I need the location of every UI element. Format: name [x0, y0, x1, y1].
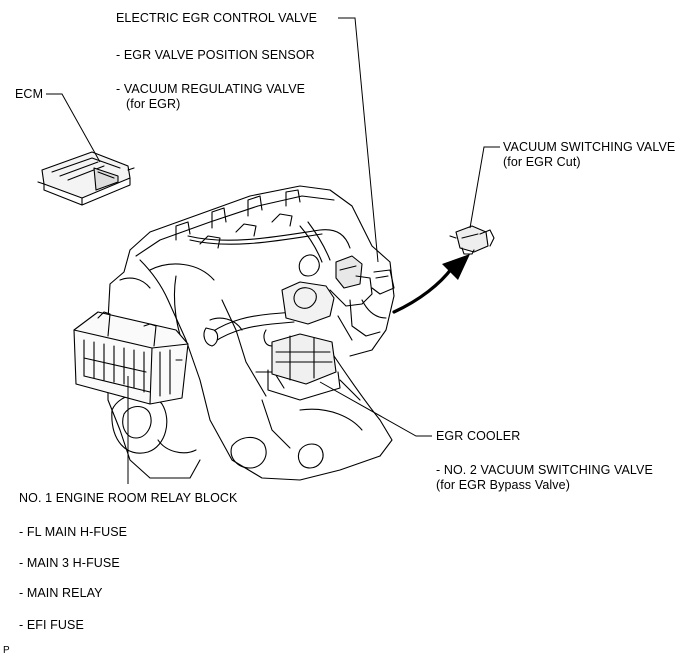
vacuum-switching-valve [449, 225, 495, 255]
main3-fuse-label: - MAIN 3 H-FUSE [19, 556, 120, 570]
vsv2-label: - NO. 2 VACUUM SWITCHING VALVE [436, 463, 653, 477]
leader-vsv [469, 146, 500, 229]
egr-control-valve-label: ELECTRIC EGR CONTROL VALVE [116, 11, 318, 25]
vsv2-sub: (for EGR Bypass Valve) [436, 478, 570, 492]
egr-cooler-label: EGR COOLER [436, 429, 521, 443]
relay-block [73, 311, 189, 405]
vacuum-regulating-valve-sub: (for EGR) [126, 97, 181, 111]
vacuum-regulating-valve-label: - VACUUM REGULATING VALVE [116, 82, 306, 96]
corner-mark: P [3, 645, 10, 656]
leader-egr-cooler [319, 381, 432, 437]
engine-block [107, 185, 395, 481]
main-relay-label: - MAIN RELAY [19, 586, 103, 600]
egr-position-sensor-label: - EGR VALVE POSITION SENSOR [116, 48, 315, 62]
ecm-unit [37, 151, 135, 206]
egr-cooler-assembly [203, 311, 341, 401]
arrow-head [442, 254, 470, 280]
leader-egr-valve [338, 17, 379, 263]
ecm-label: ECM [15, 87, 44, 101]
vsv-label: VACUUM SWITCHING VALVE [503, 140, 676, 154]
fl-main-fuse-label: - FL MAIN H-FUSE [19, 525, 128, 539]
egr-control-valve [281, 254, 395, 337]
efi-fuse-label: - EFI FUSE [19, 618, 84, 632]
relay-block-label: NO. 1 ENGINE ROOM RELAY BLOCK [19, 491, 238, 505]
leader-ecm [46, 93, 101, 163]
vsv-sub: (for EGR Cut) [503, 155, 581, 169]
callout-arrow [392, 266, 454, 314]
